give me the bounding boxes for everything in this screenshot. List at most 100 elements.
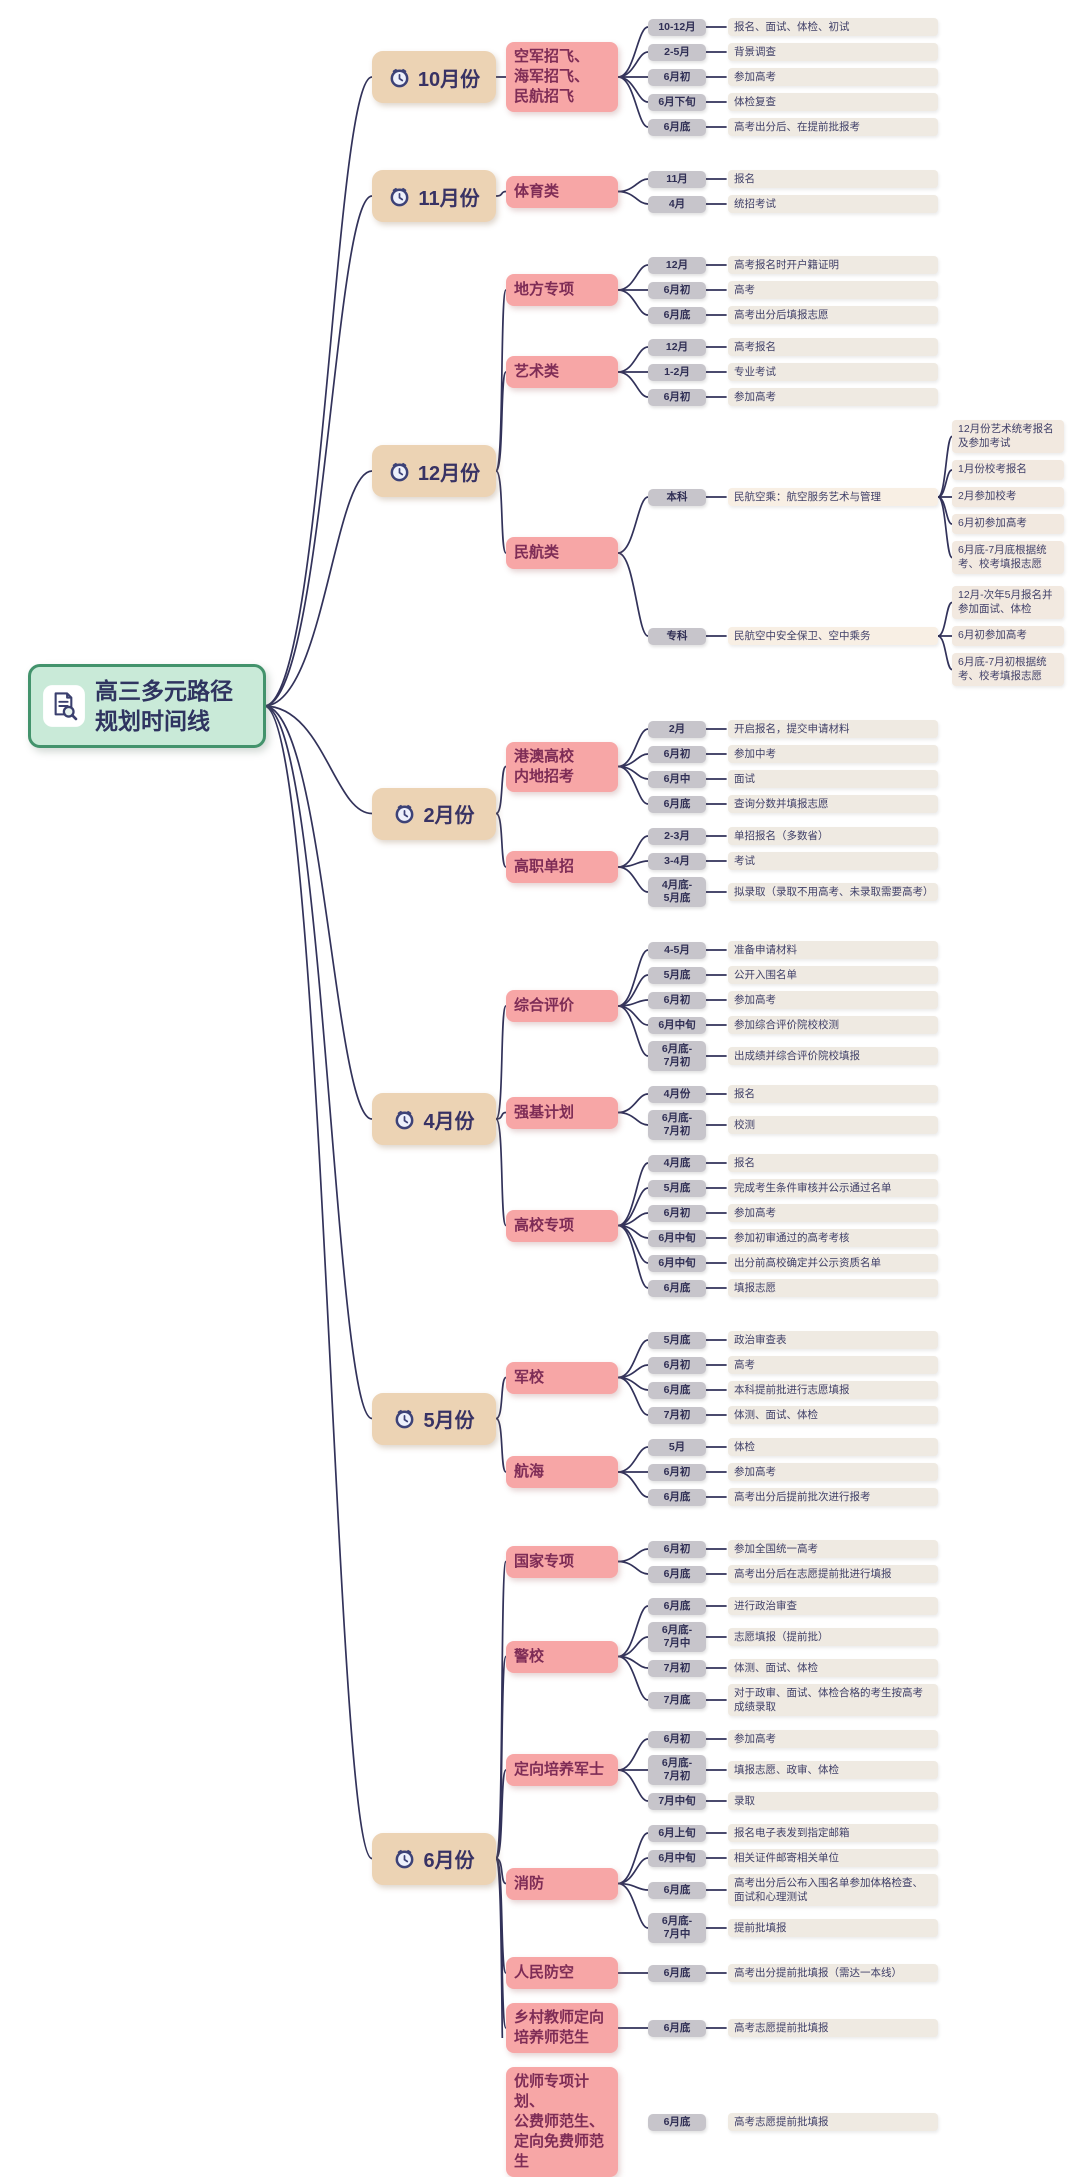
category-label: 强基计划 [514, 1103, 575, 1121]
time-pill: 6月初 [648, 1204, 706, 1222]
category-label: 综合评价 [514, 997, 575, 1014]
time-pill: 6月初 [648, 745, 706, 763]
category-label: 警校 [514, 1647, 545, 1665]
task-bar: 准备申请材料 [728, 941, 938, 959]
task-bar: 高考出分后在志愿提前批进行填报 [728, 1565, 938, 1583]
connector [617, 1655, 649, 1701]
category-node: 体育类 [506, 175, 618, 208]
category-label: 优师专项计划、 公费师范生、 定向免费师范生 [514, 2073, 605, 2170]
category-node: 空军招飞、 海军招飞、 民航招飞 [506, 42, 618, 112]
sub-task-bar: 6月底-7月底根据统考、校考填报志愿 [952, 541, 1064, 574]
task-bar: 开启报名，提交申请材料 [728, 720, 938, 738]
time-pill: 6月中旬 [648, 1229, 706, 1247]
task-bar: 报名 [728, 1154, 938, 1172]
task-bar: 报名电子表发到指定邮箱 [728, 1824, 938, 1842]
task-bar: 参加高考 [728, 1204, 938, 1222]
connector [617, 26, 649, 78]
category-label: 人民防空 [514, 1964, 575, 1981]
time-pill: 6月初 [648, 1463, 706, 1481]
task-bar: 高考志愿提前批填报 [728, 2113, 938, 2131]
level-pill: 专科 [648, 627, 706, 645]
time-pill: 12月 [648, 338, 706, 356]
time-pill: 6月初 [648, 388, 706, 406]
time-pill: 6月底- 7月中 [648, 1622, 706, 1652]
task-bar: 提前批填报 [728, 1919, 938, 1937]
time-pill: 7月中旬 [648, 1792, 706, 1810]
task-bar: 高考报名 [728, 338, 938, 356]
connector [495, 1417, 507, 1473]
task-bar: 高考出分后填报志愿 [728, 306, 938, 324]
month-node: 4月份 [372, 1093, 496, 1145]
connector [617, 835, 649, 868]
category-node: 高校专项 [506, 1209, 618, 1242]
task-bar: 参加初审通过的高考考核 [728, 1229, 938, 1247]
time-pill: 6月初 [648, 1730, 706, 1748]
category-label: 艺术类 [514, 363, 560, 380]
task-bar: 出成绩并综合评价院校填报 [728, 1047, 938, 1065]
connector [617, 1738, 649, 1771]
connector [495, 470, 507, 554]
month-label: 4月份 [423, 1110, 475, 1133]
task-bar: 录取 [728, 1792, 938, 1810]
time-pill: 6月底 [648, 1565, 706, 1583]
category-label: 定向培养军士 [514, 1761, 605, 1778]
time-pill: 6月初 [648, 991, 706, 1009]
time-pill: 6月中旬 [648, 1254, 706, 1272]
connector [617, 1882, 649, 1929]
time-pill: 3-4月 [648, 852, 706, 870]
task-bar: 参加高考 [728, 1730, 938, 1748]
connector [617, 866, 649, 893]
connector [617, 178, 649, 193]
time-pill: 4月 [648, 195, 706, 213]
program-bar: 民航空乘：航空服务艺术与管理 [728, 488, 938, 506]
time-pill: 6月底 [648, 1881, 706, 1899]
task-bar: 进行政治审查 [728, 1597, 938, 1615]
task-bar: 高考 [728, 1356, 938, 1374]
connector [617, 264, 649, 291]
task-bar: 校测 [728, 1116, 938, 1134]
connector [495, 1655, 507, 1860]
connector [263, 195, 373, 707]
time-pill: 6月中旬 [648, 1849, 706, 1867]
connector-layer [263, 26, 953, 2038]
connector [617, 552, 649, 637]
task-bar: 考试 [728, 852, 938, 870]
connector [617, 1446, 649, 1473]
task-bar: 高考报名时开户籍证明 [728, 256, 938, 274]
program-bar: 民航空中安全保卫、空中乘务 [728, 627, 938, 645]
connector [937, 635, 953, 671]
sub-task-bar: 6月初参加高考 [952, 514, 1064, 534]
month-node: 6月份 [372, 1832, 496, 1885]
sub-task-bar: 2月参加校考 [952, 487, 1064, 507]
task-bar: 体检复查 [728, 93, 938, 111]
connector [495, 1376, 507, 1420]
connector [937, 496, 953, 559]
task-bar: 相关证件邮寄相关单位 [728, 1849, 938, 1867]
time-pill: 6月底 [648, 306, 706, 324]
connector [617, 1376, 649, 1416]
month-label: 5月份 [423, 1410, 475, 1432]
time-pill: 11月 [648, 170, 706, 188]
time-pill: 6月底- 7月初 [648, 1110, 706, 1140]
connector [617, 76, 649, 128]
time-pill: 7月底 [648, 1691, 706, 1709]
task-bar: 出分前高校确定并公示资质名单 [728, 1254, 938, 1272]
sub-task-bar: 6月初参加高考 [952, 626, 1064, 646]
sub-task-bar: 12月-次年5月报名并参加面试、体检 [952, 586, 1064, 619]
time-pill: 6月底 [648, 118, 706, 136]
category-label: 国家专项 [514, 1552, 575, 1570]
category-node: 人民防空 [506, 1957, 618, 1989]
month-label: 11月份 [418, 187, 480, 210]
category-node: 地方专项 [506, 274, 618, 306]
month-label: 2月份 [423, 805, 475, 827]
time-pill: 6月初 [648, 68, 706, 86]
clock-icon [393, 1108, 416, 1131]
category-label: 体育类 [514, 182, 560, 200]
time-pill: 4-5月 [648, 941, 706, 959]
time-pill: 6月底- 7月中 [648, 1913, 706, 1943]
time-pill: 6月上旬 [648, 1824, 706, 1842]
time-pill: 6月底- 7月初 [648, 1755, 706, 1785]
category-label: 民航类 [514, 544, 560, 561]
task-bar: 报名 [728, 1085, 938, 1103]
category-label: 乡村教师定向 培养师范生 [514, 2009, 605, 2046]
